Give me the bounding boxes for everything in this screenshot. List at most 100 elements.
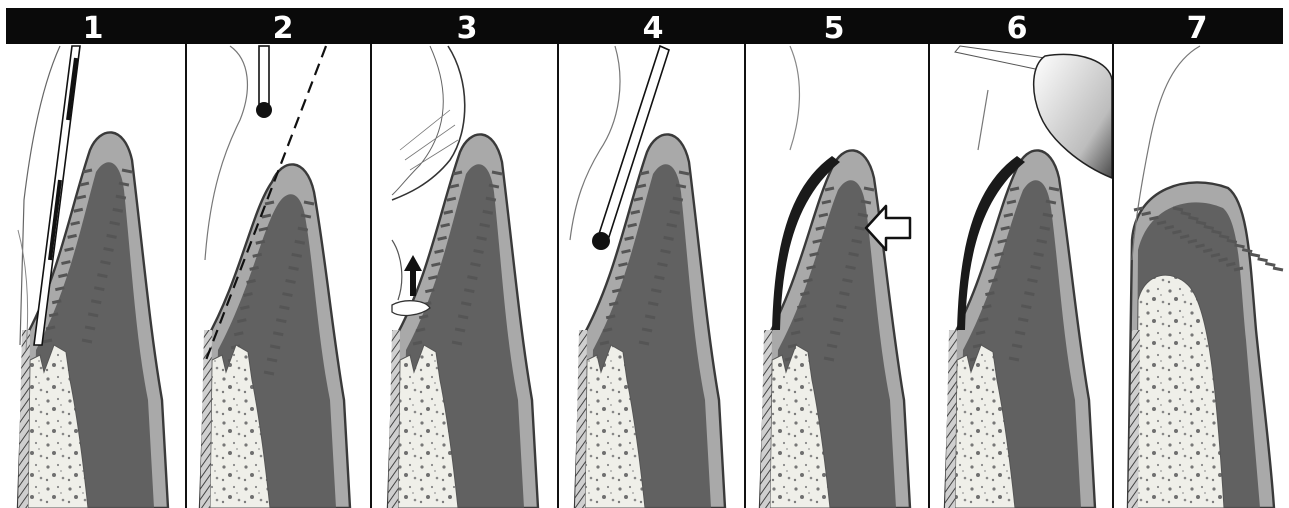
rete-ridge	[444, 211, 453, 213]
rete-ridge	[264, 372, 274, 374]
rete-ridge	[279, 307, 289, 309]
rete-ridge	[830, 332, 840, 334]
rete-ridge	[1242, 250, 1252, 252]
rete-ridge	[447, 198, 456, 200]
rete-ridge	[116, 196, 126, 198]
rete-ridge	[1009, 358, 1019, 360]
rete-ridge	[813, 240, 822, 242]
rete-ridge	[846, 266, 856, 268]
rete-ridge	[1250, 254, 1260, 256]
rete-ridge	[827, 345, 837, 347]
rete-ridge	[855, 227, 865, 229]
panel-label-5: 5	[824, 11, 845, 46]
rete-ridge	[71, 222, 80, 224]
rete-ridge	[55, 288, 64, 290]
rete-ridge	[43, 340, 52, 342]
rete-ridge	[470, 264, 480, 266]
rete-ridge	[606, 316, 615, 318]
rete-ridge	[661, 250, 671, 252]
rete-ridge	[113, 209, 123, 211]
rete-ridge	[237, 320, 246, 322]
rete-ridge	[670, 211, 680, 213]
rete-ridge	[667, 224, 677, 226]
rete-ridge	[80, 183, 89, 185]
rete-ridge	[1235, 245, 1245, 247]
rete-ridge	[282, 294, 292, 296]
rete-ridge	[1149, 217, 1158, 219]
rete-ridge	[791, 332, 800, 334]
rete-ridge	[489, 185, 499, 187]
rete-ridge	[243, 294, 252, 296]
rete-ridge	[88, 314, 98, 316]
rete-ridge	[1234, 268, 1243, 270]
tooth-crown-outline-2	[205, 46, 247, 260]
rete-ridge	[461, 303, 471, 305]
rete-ridge	[262, 215, 271, 217]
rete-ridge	[467, 277, 477, 279]
rete-ridge	[631, 211, 640, 213]
rete-ridge	[1203, 250, 1212, 252]
rete-ridge	[1037, 240, 1047, 242]
rete-ridge	[673, 198, 683, 200]
rete-ridge	[1204, 226, 1214, 228]
tooth-crown-outline-6	[978, 90, 988, 150]
rete-ridge	[1046, 201, 1056, 203]
rete-ridge	[477, 237, 487, 239]
rete-ridge	[91, 301, 101, 303]
rete-ridge	[819, 214, 828, 216]
panel-label-7: 7	[1187, 11, 1208, 46]
rete-ridge	[267, 359, 277, 361]
rete-ridge	[49, 314, 58, 316]
rete-ridge	[1172, 231, 1181, 233]
rete-ridge	[858, 214, 868, 216]
rete-ridge	[1015, 332, 1025, 334]
rete-ridge	[97, 275, 107, 277]
rete-ridge	[1027, 280, 1037, 282]
panel-label-6: 6	[1007, 11, 1028, 46]
rete-ridge	[988, 280, 997, 282]
rete-ridge	[992, 266, 1001, 268]
rete-ridge	[458, 316, 468, 318]
rete-ridge	[286, 280, 296, 282]
panel-label-3: 3	[457, 11, 478, 46]
rete-ridge	[413, 342, 422, 344]
rete-ridge	[82, 340, 92, 342]
rete-ridge	[664, 237, 674, 239]
rete-ridge	[1142, 213, 1151, 215]
panel-label-1: 1	[83, 11, 104, 46]
rete-ridge	[83, 170, 92, 172]
rete-ridge	[492, 172, 502, 174]
rete-ridge	[122, 170, 132, 172]
rete-ridge	[1012, 345, 1022, 347]
rete-ridge	[61, 262, 70, 264]
rete-ridge	[634, 198, 643, 200]
rete-ridge	[1007, 201, 1016, 203]
panel-label-2: 2	[273, 11, 294, 46]
rete-ridge	[864, 188, 874, 190]
rete-ridge	[1219, 236, 1229, 238]
rete-ridge	[1265, 263, 1275, 265]
rete-ridge	[292, 254, 302, 256]
rete-ridge	[637, 185, 646, 187]
rete-ridge	[1049, 188, 1059, 190]
root-surface	[575, 330, 587, 508]
rete-ridge	[428, 277, 437, 279]
rete-ridge	[628, 224, 637, 226]
rete-ridge	[119, 183, 129, 185]
rete-ridge	[679, 172, 689, 174]
rete-ridge	[657, 264, 667, 266]
rete-ridge	[1040, 227, 1050, 229]
rete-ridge	[822, 201, 831, 203]
rete-ridge	[1034, 253, 1044, 255]
tissue-sections	[18, 132, 1283, 508]
rete-ridge	[625, 237, 634, 239]
rete-ridge	[849, 253, 859, 255]
rete-ridge	[270, 346, 280, 348]
rete-ridge	[438, 237, 447, 239]
rete-ridge	[979, 319, 988, 321]
rete-ridge	[842, 280, 852, 282]
rete-ridge	[250, 267, 259, 269]
rete-ridge	[615, 277, 624, 279]
rete-ridge	[976, 332, 985, 334]
